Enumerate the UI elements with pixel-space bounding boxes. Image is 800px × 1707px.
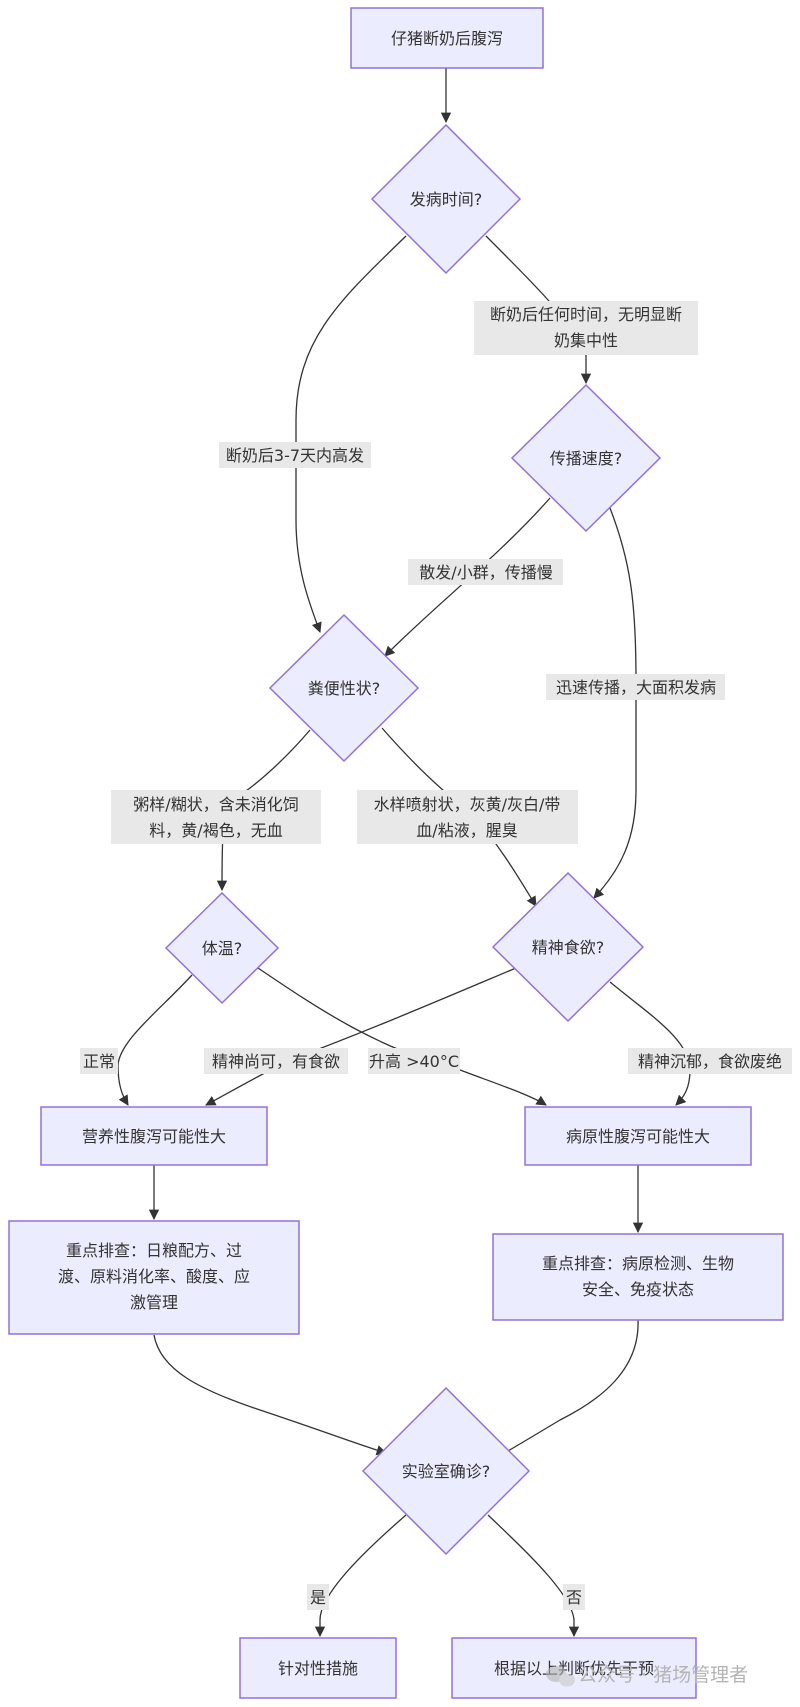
node-onset-label: 发病时间? xyxy=(410,190,483,209)
node-pathogenic xyxy=(524,1106,752,1166)
node-targeted-label: 针对性措施 xyxy=(278,1659,358,1678)
node-nutritional-label: 营养性腹泻可能性大 xyxy=(82,1127,226,1146)
label-within-3-7: 断奶后3-7天内高发 xyxy=(226,446,364,465)
node-spread-label: 传播速度? xyxy=(550,449,623,468)
label-porridge-line1: 粥样/糊状，含未消化饲 xyxy=(133,795,298,814)
edge-spirit-nutri xyxy=(205,967,517,1106)
node-start-label: 仔猪断奶后腹泻 xyxy=(391,29,503,48)
node-check-pathogenic-line1: 重点排查：病原检测、生物 xyxy=(542,1254,734,1273)
node-stool-label: 粪便性状? xyxy=(308,679,381,698)
label-fever: 升高 >40°C xyxy=(369,1052,459,1071)
node-spread-diamond xyxy=(510,383,662,533)
label-bg-within xyxy=(219,442,371,468)
edge-temp-nutri xyxy=(117,974,193,1106)
watermark: 公众号 · 猪场管理者 xyxy=(546,1664,748,1687)
node-check-nutritional-line1: 重点排查：日粮配方、过 xyxy=(66,1241,242,1260)
label-normal: 正常 xyxy=(83,1052,115,1071)
node-check-nutritional xyxy=(8,1220,300,1335)
node-lab-diamond xyxy=(361,1386,531,1556)
label-anytime-line1: 断奶后任何时间，无明显断 xyxy=(490,305,682,324)
label-sporadic: 散发/小群，传播慢 xyxy=(419,563,552,582)
node-temp-label: 体温? xyxy=(202,939,243,958)
label-watery-line2: 血/粘液，腥臭 xyxy=(416,821,517,840)
node-lab-label: 实验室确诊? xyxy=(402,1462,491,1481)
label-ok-appetite: 精神尚可，有食欲 xyxy=(212,1052,340,1071)
node-temp-diamond xyxy=(164,891,280,1005)
node-stool-diamond xyxy=(268,613,420,763)
node-check-pathogenic xyxy=(492,1233,784,1321)
wechat-icon xyxy=(546,1666,575,1687)
label-bg-anytime xyxy=(474,301,698,355)
label-bg-rapid xyxy=(546,674,725,700)
node-spirit-label: 精神食欲? xyxy=(532,938,605,957)
label-anytime-line2: 奶集中性 xyxy=(554,331,618,350)
edge-checkpatho-lab xyxy=(495,1319,639,1459)
edge-labels: 断奶后3-7天内高发 断奶后任何时间，无明显断 奶集中性 散发/小群，传播慢 迅… xyxy=(80,301,792,1610)
label-bg-normal xyxy=(80,1048,118,1074)
node-pathogenic-label: 病原性腹泻可能性大 xyxy=(566,1127,710,1146)
node-targeted xyxy=(239,1637,397,1699)
label-no: 否 xyxy=(566,1588,582,1607)
node-check-nutritional-line2: 渡、原料消化率、酸度、应 xyxy=(58,1267,250,1286)
node-nutritional xyxy=(40,1106,268,1166)
edge-spirit-patho xyxy=(609,981,691,1106)
watermark-text: 公众号 · 猪场管理者 xyxy=(578,1664,748,1686)
node-check-nutritional-line3: 激管理 xyxy=(130,1293,178,1312)
edge-lab-prior xyxy=(487,1514,580,1638)
edge-checknutri-lab xyxy=(153,1334,387,1456)
nodes: 仔猪断奶后腹泻 发病时间? 传播速度? 粪便性状? 体温? 精神食欲? 营养性腹… xyxy=(8,7,784,1699)
label-depressed: 精神沉郁，食欲废绝 xyxy=(638,1052,782,1071)
node-prior xyxy=(451,1637,697,1699)
label-porridge-line2: 料，黄/褐色，无血 xyxy=(149,821,282,840)
node-start xyxy=(350,7,544,69)
edge-temp-patho xyxy=(257,967,547,1106)
node-check-pathogenic-line2: 安全、免疫状态 xyxy=(582,1280,694,1299)
label-yes: 是 xyxy=(310,1588,326,1607)
label-watery-line1: 水样喷射状，灰黄/灰白/带 xyxy=(374,795,561,814)
label-bg-fever xyxy=(368,1048,460,1074)
label-bg-porridge xyxy=(111,790,321,844)
label-bg-no xyxy=(563,1584,585,1610)
label-bg-ok-appetite xyxy=(204,1048,348,1074)
node-spirit-diamond xyxy=(491,871,645,1023)
label-bg-depressed xyxy=(628,1048,792,1074)
edge-lab-targeted xyxy=(314,1514,407,1638)
label-bg-watery xyxy=(357,790,578,844)
node-prior-label: 根据以上判断优先干预 xyxy=(494,1659,654,1678)
edge-spread-spirit xyxy=(593,507,637,899)
label-rapid: 迅速传播，大面积发病 xyxy=(556,678,716,697)
node-onset-diamond xyxy=(370,123,522,275)
label-bg-sporadic xyxy=(408,559,563,585)
edge-onset-stool xyxy=(295,235,407,633)
label-bg-yes xyxy=(307,1584,329,1610)
